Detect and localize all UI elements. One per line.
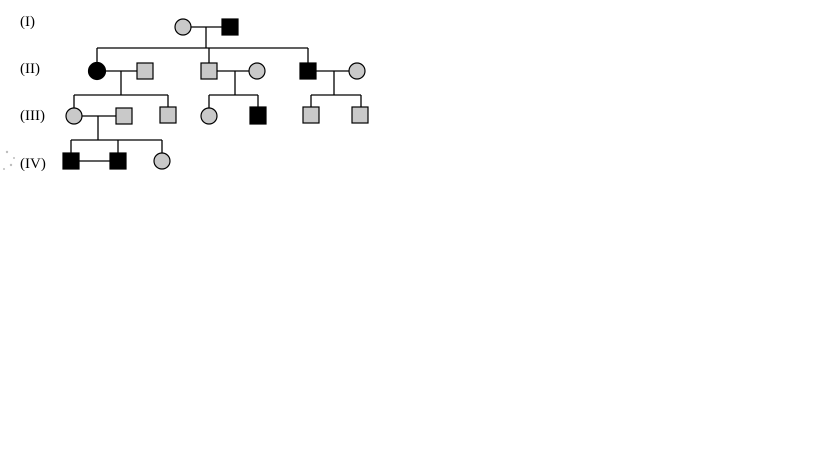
generation-label-2: (II): [20, 61, 40, 77]
individual-II-6: [348, 62, 366, 80]
individual-II-3: [200, 62, 218, 80]
generation-label-1: (I): [20, 14, 35, 30]
pedigree-lines: [70, 26, 362, 162]
individual-I-2: [221, 18, 239, 36]
individual-III-6: [302, 106, 320, 124]
individual-II-1: [87, 61, 107, 81]
generation-label-3: (III): [20, 108, 45, 124]
individual-III-2: [115, 107, 133, 125]
individual-IV-1: [62, 152, 80, 170]
individual-II-5: [299, 62, 317, 80]
individual-I-1: [174, 18, 192, 36]
individual-III-3: [159, 106, 177, 124]
individual-IV-3: [153, 152, 171, 170]
individual-III-5: [249, 106, 267, 125]
individual-II-2: [136, 62, 154, 80]
individual-III-1: [65, 107, 83, 125]
individual-IV-2: [109, 152, 127, 170]
scan-marks: [3, 150, 15, 170]
generation-label-4: (IV): [20, 156, 46, 172]
individual-III-7: [351, 106, 369, 124]
individual-II-4: [248, 62, 266, 80]
individual-III-4: [200, 107, 218, 125]
